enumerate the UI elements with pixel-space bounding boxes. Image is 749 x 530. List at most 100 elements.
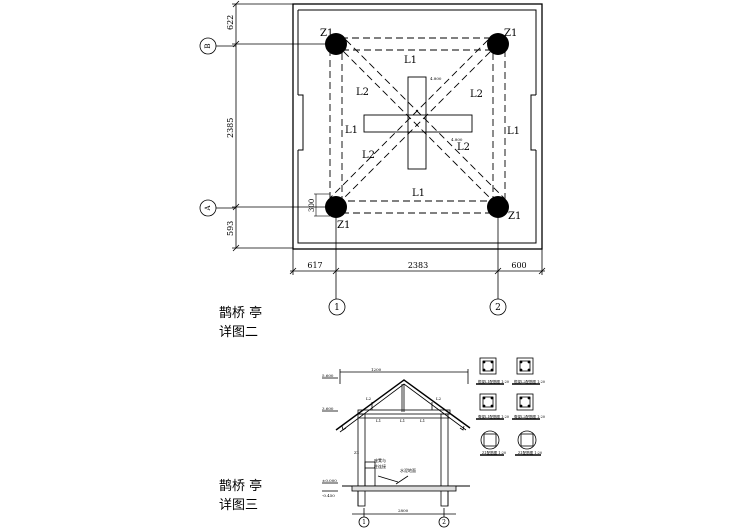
section-column-right (440, 413, 449, 507)
axis-labels-vertical: B A (204, 43, 212, 211)
detail-caption-1: 檐梁L1配筋图 1:20 (478, 379, 509, 384)
detail-eave-l2 (512, 357, 540, 385)
section-mid-label-2: L1 (400, 418, 405, 423)
label-beam-bottom: L1 (412, 188, 425, 199)
label-beam-right: L1 (507, 126, 520, 137)
section-note-1: 座凳与 (374, 457, 386, 463)
detail-column-z1-a (480, 430, 504, 456)
label-z1-tl: Z1 (320, 28, 333, 39)
label-z1-br: Z1 (508, 211, 521, 222)
axis-labels-horizontal: 1 2 (334, 303, 501, 313)
dim-300: 300 (308, 199, 316, 212)
title-3-line2: 详图三 (219, 498, 258, 513)
axis-bubbles-vertical (199, 37, 217, 217)
section-column-left (357, 413, 366, 507)
roof-inner (339, 383, 467, 433)
center-cross (363, 76, 473, 170)
wall-right-notch (530, 94, 536, 151)
axis-bubble-b (199, 37, 217, 55)
label-beam-diag-ur: L2 (470, 89, 483, 100)
section-top-dim: 1200 (371, 367, 382, 372)
column-bottom-left (325, 196, 347, 218)
detail-caption-3: 脊梁L1配筋图 1:20 (478, 414, 509, 419)
drawing-titles: 鹊桥 亭 详图二 鹊桥 亭 详图三 (219, 305, 262, 513)
dim-v-622: 622 (226, 15, 235, 30)
wall-top (298, 9, 537, 95)
horizontal-dimension-chain (289, 218, 546, 300)
vertical-dimension-texts: 622 2385 593 (226, 15, 235, 236)
perimeter-beams (329, 37, 506, 214)
plan-view (292, 3, 543, 250)
axis-bubble-a (199, 199, 217, 217)
label-beam-diag-lr: L2 (457, 142, 470, 153)
section-axis-label-1: 1 (362, 519, 366, 526)
label-z1-tr: Z1 (504, 28, 517, 39)
axis-bubble-2 (489, 298, 507, 316)
section-eave-elev: 3.600 (322, 406, 334, 411)
section-axis-bubbles (358, 516, 450, 528)
axis-label-2: 2 (495, 303, 501, 313)
plan-labels: Z1 Z1 Z1 Z1 L1 L1 L1 L1 L2 L2 L2 L2 (320, 28, 521, 231)
section-floor-elev: ±0.000 (322, 478, 337, 483)
wall-left-notch (298, 94, 304, 151)
plan-elevations: 4.800 4.800 (430, 76, 463, 142)
dim-h-2383: 2383 (408, 261, 428, 270)
dim-h-600: 600 (511, 261, 526, 270)
detail-caption-6: Z1配筋图 1:20 (518, 450, 542, 455)
section-mid-label-3: L1 (420, 418, 425, 423)
section-axis-bubble-1 (358, 516, 370, 528)
roof-outer (335, 379, 471, 431)
detail-caption-2: 檐梁L2配筋图 1:20 (514, 379, 545, 384)
section-column-label: Z1 (354, 450, 359, 455)
wall-bottom (297, 150, 537, 244)
label-beam-left: L1 (345, 125, 358, 136)
horizontal-dimension-texts: 617 2383 600 (307, 261, 526, 270)
section-ridge-elev: 5.600 (322, 373, 334, 378)
section-ground-elev: -0.450 (322, 493, 335, 498)
vertical-dimension-chain (214, 0, 330, 252)
label-beam-diag-ll: L2 (362, 150, 375, 161)
axis-label-a: A (204, 205, 212, 212)
detail-captions: 檐梁L1配筋图 1:20 檐梁L2配筋图 1:20 脊梁L1配筋图 1:20 脊… (478, 379, 545, 455)
dim-v-593: 593 (226, 221, 235, 236)
column-bottom-right (487, 196, 509, 218)
slab-outline (292, 3, 543, 250)
section-axis-label-2: 2 (442, 519, 446, 526)
label-beam-top: L1 (404, 55, 417, 66)
section-axis-labels: 1 2 (362, 519, 446, 526)
plan-columns (325, 33, 509, 218)
title-2-line2: 详图二 (219, 325, 258, 340)
column-top-left (325, 33, 347, 55)
axis-bubbles-horizontal (328, 298, 507, 316)
section-details (476, 357, 541, 456)
section-note-2: 柱连接 (374, 463, 386, 469)
detail-ridge-l1 (476, 393, 504, 420)
center-elevation-2: 4.800 (451, 137, 463, 142)
section-mid-label-1: L1 (376, 418, 381, 423)
column-top-right (487, 33, 509, 55)
title-3-line1: 鹊桥 亭 (219, 478, 262, 494)
center-elevation-1: 4.800 (430, 76, 442, 81)
section-beam-left: L2 (366, 396, 372, 401)
section-note-3: 水泥地面 (400, 467, 416, 473)
detail-caption-4: 脊梁L2配筋图 1:20 (514, 414, 545, 419)
section-view (322, 369, 471, 518)
eave-right (459, 425, 465, 431)
detail-ridge-l2 (512, 393, 540, 420)
small-dimension (314, 193, 330, 217)
dim-h-617: 617 (307, 261, 322, 270)
label-z1-bl: Z1 (337, 220, 350, 231)
detail-eave-l1 (476, 357, 504, 385)
label-beam-diag-ul: L2 (356, 87, 369, 98)
section-labels: 1200 5.600 3.600 ±0.000 -0.450 L2 L2 L1 … (322, 367, 442, 513)
section-beam-right: L2 (436, 396, 442, 401)
section-axis-bubble-2 (438, 516, 450, 528)
detail-column-z1-b (515, 430, 541, 456)
axis-label-b: B (204, 43, 212, 48)
eave-left (341, 425, 347, 431)
axis-label-1: 1 (334, 303, 340, 313)
dim-v-2385: 2385 (226, 118, 235, 138)
section-bottom-dim: 2800 (398, 508, 409, 513)
axis-bubble-1 (328, 298, 346, 316)
